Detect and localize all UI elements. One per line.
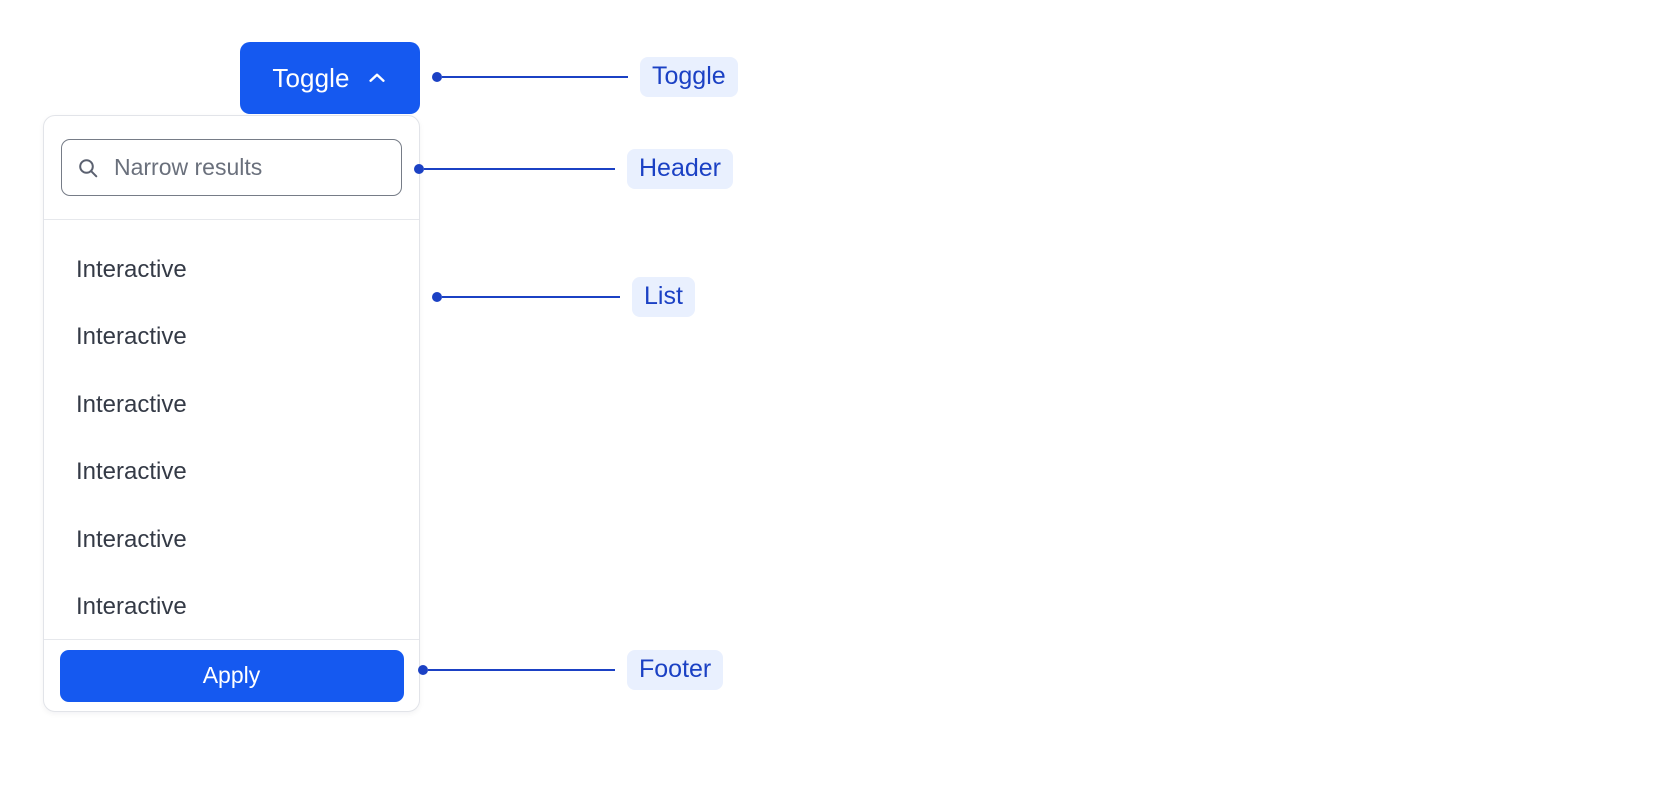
list-item-label: Interactive — [76, 390, 187, 418]
dropdown-header — [44, 116, 419, 220]
toggle-button-label: Toggle — [272, 63, 350, 93]
dropdown-footer: Apply — [44, 640, 419, 711]
annotation-leader-line — [424, 168, 615, 170]
list-item[interactable]: Interactive — [44, 236, 419, 304]
search-input[interactable] — [114, 154, 384, 181]
list-item[interactable]: Interactive — [44, 304, 419, 372]
annotation-label-list: List — [632, 276, 695, 318]
annotation-label-footer: Footer — [627, 649, 724, 691]
dropdown-panel: Interactive Interactive Interactive Inte… — [43, 115, 420, 712]
list-item-label: Interactive — [76, 323, 187, 351]
list-item[interactable]: Interactive — [44, 574, 419, 640]
annotation-leader-line — [428, 669, 615, 671]
annotation-label-header: Header — [627, 148, 733, 190]
apply-button[interactable]: Apply — [59, 649, 404, 702]
search-icon — [76, 156, 100, 180]
list-item[interactable]: Interactive — [44, 506, 419, 574]
dropdown-list: Interactive Interactive Interactive Inte… — [44, 220, 419, 640]
list-item-label: Interactive — [76, 458, 187, 486]
list-item-label: Interactive — [76, 593, 187, 621]
list-item[interactable]: Interactive — [44, 371, 419, 439]
list-item-label: Interactive — [76, 525, 187, 553]
list-item[interactable]: Interactive — [44, 439, 419, 507]
search-field[interactable] — [61, 139, 402, 196]
annotation-dot-icon — [414, 164, 424, 174]
annotation-label-toggle: Toggle — [640, 56, 738, 98]
chevron-up-icon — [366, 67, 388, 89]
annotation-leader-line — [442, 76, 628, 78]
toggle-button[interactable]: Toggle — [240, 42, 420, 114]
annotation-dot-icon — [432, 72, 442, 82]
annotation-leader-line — [442, 296, 620, 298]
list-item-label: Interactive — [76, 255, 187, 283]
annotation-dot-icon — [432, 292, 442, 302]
annotation-dot-icon — [418, 665, 428, 675]
